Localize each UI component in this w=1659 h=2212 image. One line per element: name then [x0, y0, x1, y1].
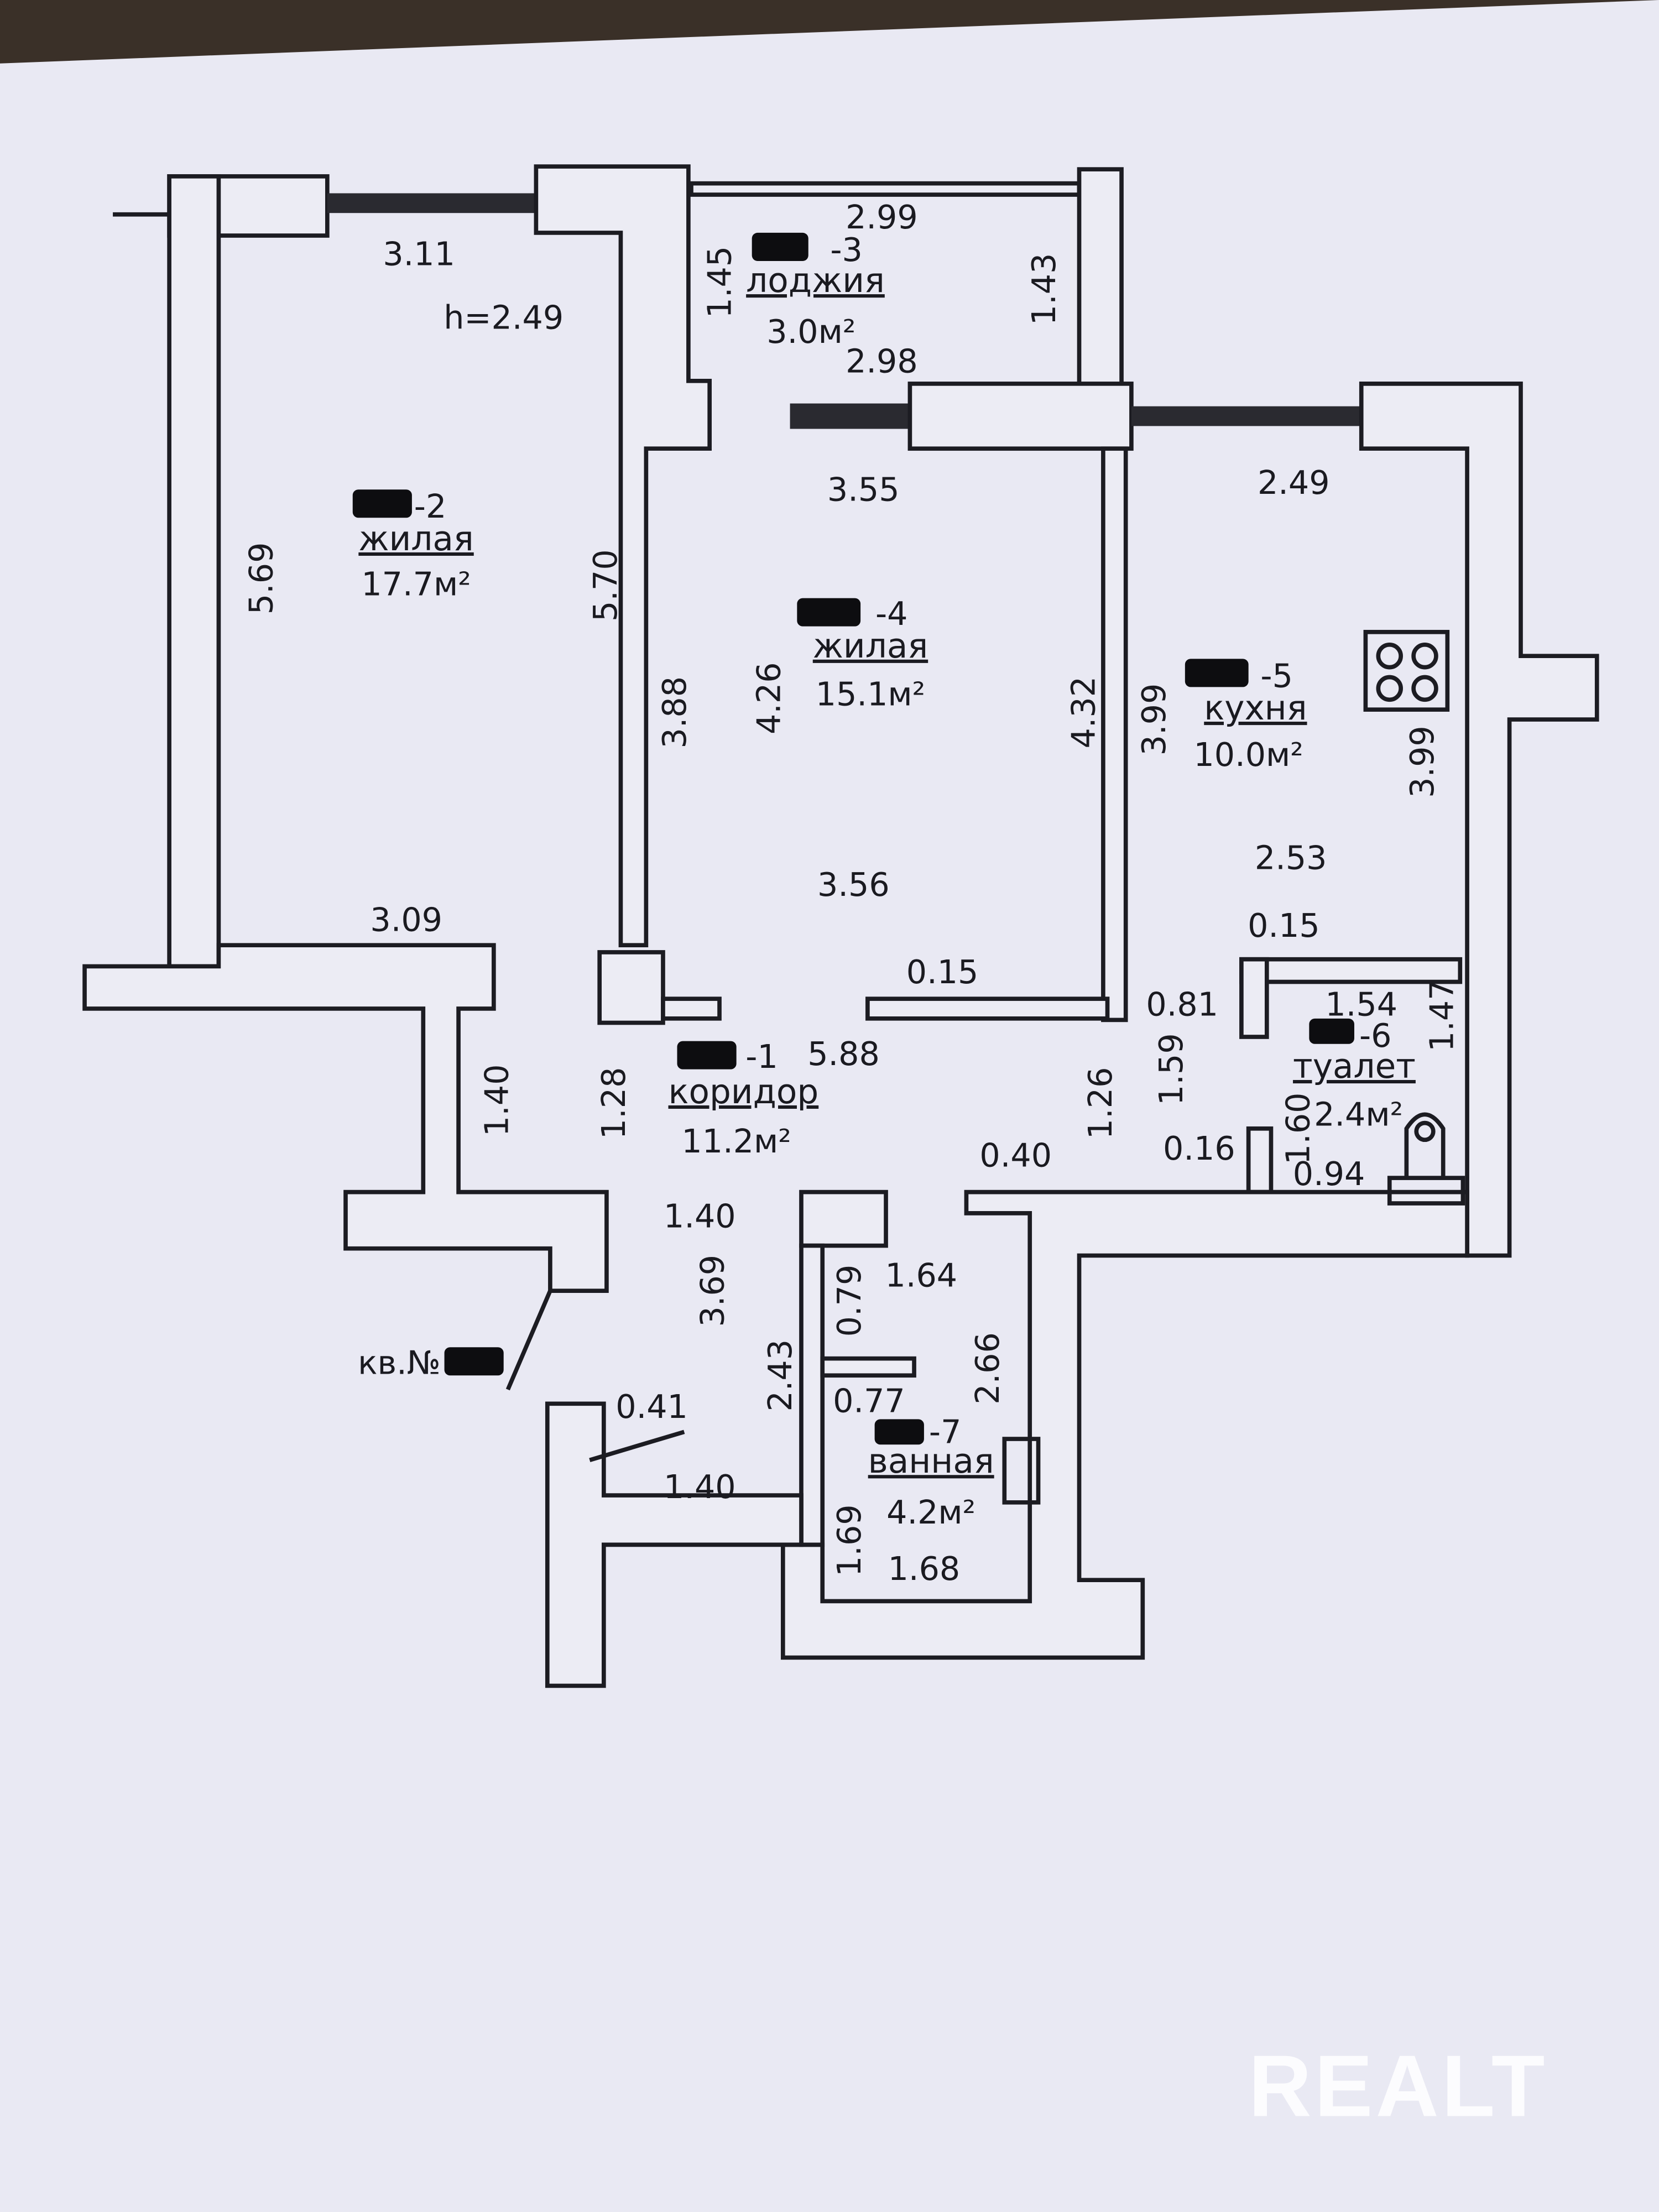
wall [82, 943, 609, 1293]
room-area: 11.2м² [681, 1123, 791, 1160]
wall [1077, 167, 1124, 390]
dimension: 0.40 [979, 1137, 1052, 1175]
dimension: 0.41 [615, 1388, 688, 1426]
wall [1239, 957, 1269, 1039]
room-name: жилая [813, 627, 928, 666]
room-number: -5 [1260, 657, 1293, 695]
dimension: 0.16 [1163, 1130, 1235, 1167]
dimension: 1.45 [701, 246, 738, 319]
dimension: 3.88 [656, 676, 693, 749]
apartment-number-label: кв.№ [358, 1344, 441, 1382]
wall [820, 1356, 916, 1378]
dimension: 1.59 [1152, 1033, 1190, 1105]
room-area: 10.0м² [1193, 736, 1303, 774]
room-name: ванная [868, 1442, 994, 1481]
room-name: коридор [669, 1072, 819, 1112]
dimension: 0.15 [906, 953, 979, 991]
wall [907, 382, 1134, 451]
dimension: 1.40 [664, 1468, 736, 1506]
wall [597, 950, 665, 1025]
wall [865, 997, 1110, 1021]
ceiling-height: h=2.49 [444, 299, 564, 336]
dimension: 5.69 [242, 542, 280, 615]
room-number: -6 [1359, 1017, 1392, 1055]
dimension: 3.69 [694, 1255, 732, 1327]
walls [82, 164, 1599, 1688]
dimension: 5.88 [807, 1035, 880, 1073]
wall [1101, 446, 1128, 1022]
wall [1246, 1126, 1274, 1194]
room-area: 3.0м² [766, 313, 855, 351]
wall [799, 1190, 888, 1248]
room-number: -2 [414, 488, 447, 525]
room-number: -3 [830, 231, 863, 269]
dimension: 0.15 [1248, 907, 1320, 945]
wall [1359, 382, 1599, 1258]
dimension: 1.40 [664, 1197, 736, 1235]
dimension: 3.11 [383, 236, 455, 273]
room-area: 17.7м² [361, 566, 471, 603]
dimension: 1.68 [888, 1550, 961, 1588]
dimension: 1.40 [478, 1064, 515, 1136]
fixtures [1002, 630, 1465, 1505]
dimension: 3.09 [370, 901, 442, 939]
toilet-bowl-icon [1387, 1112, 1465, 1206]
dimension: 2.99 [846, 199, 918, 236]
room-number: -1 [745, 1038, 778, 1076]
dimension: 4.32 [1065, 676, 1103, 749]
dimension: 3.55 [827, 471, 900, 509]
room-labels: -3 лоджия 3.0м² -2 жилая 17.7м² h=2.49 -… [358, 231, 1416, 1531]
dimension: 0.79 [831, 1265, 868, 1337]
wall [167, 174, 221, 969]
room-area: 2.4м² [1314, 1096, 1403, 1134]
dimension: 2.49 [1258, 464, 1330, 502]
dimension: 1.69 [831, 1504, 868, 1577]
dimension: 1.28 [595, 1067, 633, 1140]
dimension-labels: 2.99 1.45 1.43 2.98 3.11 3.55 2.49 5.69 … [242, 199, 1460, 1588]
room-name: жилая [358, 519, 473, 559]
room-area: 4.2м² [886, 1494, 975, 1531]
window [327, 193, 536, 213]
dimension: 5.70 [587, 549, 624, 622]
room-number: -4 [875, 595, 908, 633]
wall [799, 1243, 825, 1547]
dimension: 2.98 [846, 342, 918, 380]
dimension: 3.99 [1135, 684, 1173, 756]
window [1131, 406, 1361, 426]
room-name: лоджия [746, 261, 885, 300]
wall [534, 164, 712, 948]
room-name: туалет [1293, 1047, 1416, 1086]
room-area: 15.1м² [816, 676, 925, 713]
dimension: 3.56 [817, 866, 890, 904]
dimension: 1.26 [1082, 1067, 1119, 1140]
room-number: -7 [929, 1413, 962, 1451]
window [790, 403, 910, 429]
watermark-logo: REALT [1249, 2037, 1548, 2135]
dimension: 1.60 [1279, 1093, 1317, 1165]
redactions [352, 232, 1354, 1445]
dimension: 2.66 [969, 1332, 1006, 1405]
wall [1239, 957, 1463, 984]
wall [780, 1190, 1469, 1660]
sink-icon [1002, 1437, 1041, 1505]
dimension: 1.54 [1325, 986, 1397, 1024]
dimension: 1.47 [1423, 979, 1461, 1052]
stove-icon [1363, 630, 1450, 712]
dimension: 4.26 [750, 662, 788, 734]
wall [545, 1401, 804, 1688]
room-name: кухня [1204, 688, 1307, 728]
dimension: 0.81 [1146, 986, 1218, 1024]
dimension: 2.43 [761, 1339, 799, 1412]
wall [661, 997, 722, 1021]
dimension: 2.53 [1255, 839, 1327, 877]
dimension: 0.94 [1293, 1155, 1365, 1193]
dimension: 1.43 [1025, 253, 1063, 326]
dimension: 1.64 [885, 1257, 958, 1295]
dimension: 0.77 [833, 1383, 905, 1420]
dimension: 3.99 [1404, 726, 1441, 798]
